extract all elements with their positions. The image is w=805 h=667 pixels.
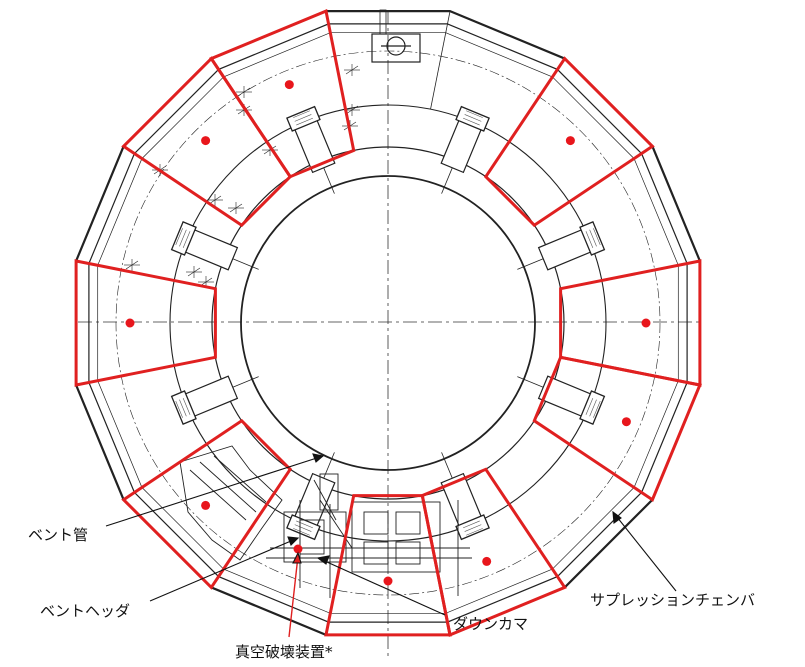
vent-pipes [170, 105, 606, 541]
red-marker [641, 318, 651, 328]
label-suppression-chamber: サプレッションチェンバ [590, 591, 755, 609]
red-marker [383, 576, 393, 586]
highlighted-segment [532, 355, 702, 502]
centerlines [78, 10, 700, 660]
vent-pipe [517, 221, 606, 271]
highlighted-segment [209, 9, 356, 179]
highlighted-segment [324, 494, 452, 637]
label-downcomer: ダウンカマ [453, 615, 528, 633]
label-vent-pipe: ベント管 [28, 526, 88, 544]
dimension-mark [236, 86, 252, 98]
dimension-mark [186, 266, 202, 278]
label-vacuum-breaker: 真空破壊装置* [235, 643, 333, 661]
red-marker [565, 136, 575, 146]
red-marker [125, 318, 135, 328]
vent-pipe [286, 105, 336, 194]
access-hatch [371, 9, 421, 63]
vacuum-breaker-marker [293, 544, 303, 554]
red-marker [482, 556, 492, 566]
vent-header-equipment [179, 445, 472, 598]
highlighted-segment [559, 259, 702, 387]
vent-pipe [170, 221, 259, 271]
vent-pipe [286, 452, 336, 541]
inner-rings [115, 50, 661, 596]
dimension-mark [124, 259, 140, 271]
dimension-mark [228, 202, 244, 214]
vent-pipe [170, 375, 259, 425]
leader-lines [105, 453, 677, 638]
label-vent-header: ベントヘッダ [40, 602, 130, 620]
dimension-mark [344, 64, 360, 76]
vent-pipe [440, 105, 490, 194]
highlighted-segment [74, 259, 217, 387]
highlight-markers [125, 80, 651, 586]
vent-pipe [440, 452, 490, 541]
highlighted-segment [483, 56, 655, 228]
red-marker [201, 136, 211, 146]
red-marker [284, 80, 294, 90]
highlighted-segments [74, 9, 702, 637]
highlighted-segment [121, 418, 293, 590]
segment-line [430, 11, 451, 110]
red-marker [201, 500, 211, 510]
dimension-mark [207, 194, 223, 206]
red-marker [621, 417, 631, 427]
vent-pipe [517, 375, 606, 425]
